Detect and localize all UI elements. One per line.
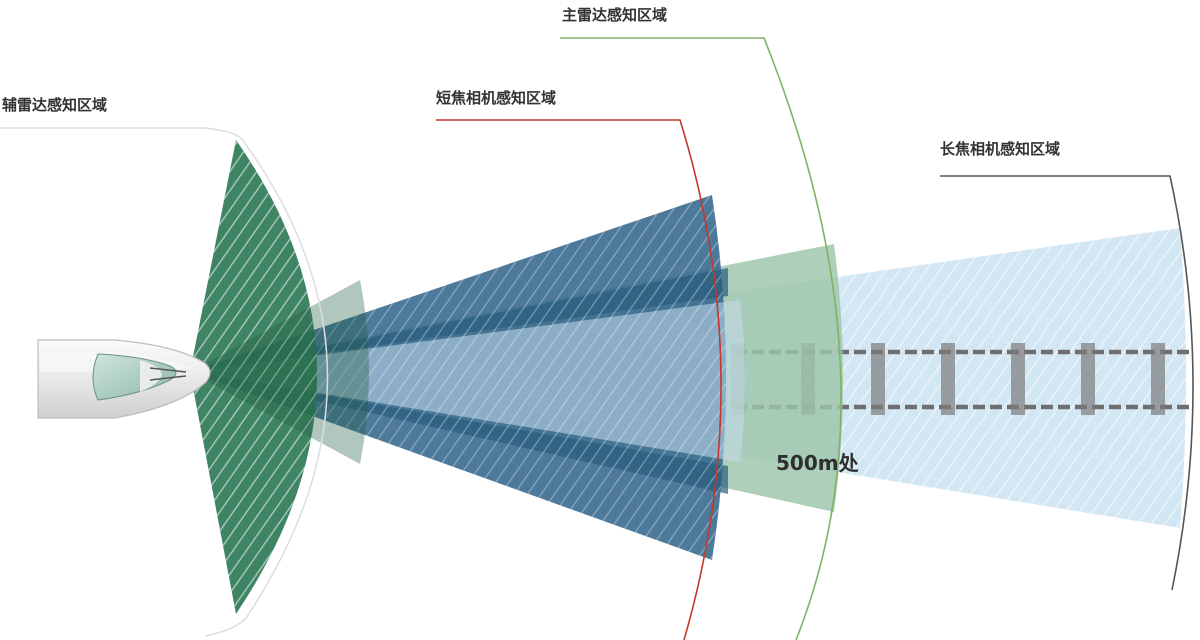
sleeper [941,343,955,415]
train-wiper [149,375,187,381]
train-wiper [149,367,187,373]
sleeper [1151,343,1165,415]
sleeper [871,343,885,415]
train-icon [37,339,211,419]
long-camera-boundary [940,175,1194,591]
short-camera-zone-hatch [190,195,726,560]
main-radar-boundary [560,37,842,640]
sleeper [1011,343,1025,415]
short-camera-boundary [436,119,722,640]
train-windshield [92,353,177,401]
aux-radar-zone [190,140,369,614]
aux-radar-zone-hatch [190,140,317,614]
long-camera-label: 长焦相机感知区域 [940,140,1060,158]
sleeper [1081,343,1095,415]
main-radar-label: 主雷达感知区域 [562,6,667,24]
short-camera-zone [190,195,745,560]
aux-radar-label: 辅雷达感知区域 [2,96,107,114]
short-camera-label: 短焦相机感知区域 [436,89,556,107]
distance-marker-label: 500m处 [776,451,860,475]
aux-radar-boundary [0,127,329,637]
